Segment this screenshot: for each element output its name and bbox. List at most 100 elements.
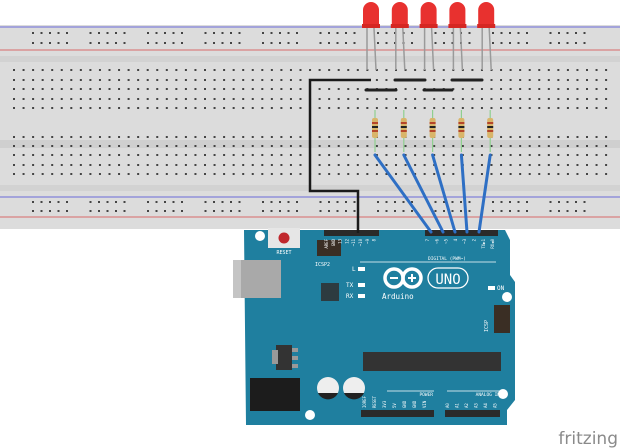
breadboard-hole[interactable] (299, 145, 302, 147)
breadboard-hole[interactable] (528, 154, 531, 156)
breadboard-hole[interactable] (108, 173, 111, 175)
breadboard-hole[interactable] (366, 145, 369, 147)
breadboard-hole[interactable] (22, 98, 25, 100)
breadboard-hole[interactable] (213, 145, 216, 147)
breadboard-hole[interactable] (442, 79, 445, 81)
breadboard-hole[interactable] (22, 136, 25, 138)
breadboard-hole[interactable] (576, 79, 579, 81)
breadboard-hole[interactable] (242, 136, 245, 138)
breadboard-hole[interactable] (566, 98, 569, 100)
breadboard-hole[interactable] (433, 98, 436, 100)
breadboard-hole[interactable] (184, 88, 187, 90)
rail-hole[interactable] (394, 42, 396, 44)
breadboard-hole[interactable] (356, 69, 359, 71)
breadboard-hole[interactable] (423, 136, 426, 138)
rail-hole[interactable] (66, 42, 68, 44)
breadboard-hole[interactable] (165, 88, 168, 90)
breadboard-hole[interactable] (261, 79, 264, 81)
breadboard-hole[interactable] (146, 79, 149, 81)
breadboard-hole[interactable] (547, 154, 550, 156)
breadboard-hole[interactable] (595, 164, 598, 166)
rail-hole[interactable] (575, 210, 577, 212)
breadboard-hole[interactable] (356, 154, 359, 156)
breadboard-hole[interactable] (385, 173, 388, 175)
rail-hole[interactable] (558, 42, 560, 44)
breadboard-hole[interactable] (595, 173, 598, 175)
breadboard-hole[interactable] (118, 98, 121, 100)
breadboard-hole[interactable] (280, 136, 283, 138)
breadboard-hole[interactable] (595, 136, 598, 138)
breadboard-hole[interactable] (538, 154, 541, 156)
breadboard-hole[interactable] (480, 107, 483, 109)
rail-hole[interactable] (204, 210, 207, 212)
breadboard-hole[interactable] (146, 173, 149, 175)
breadboard-hole[interactable] (538, 164, 541, 166)
breadboard-hole[interactable] (51, 88, 54, 90)
breadboard-hole[interactable] (566, 88, 569, 90)
breadboard-hole[interactable] (261, 154, 264, 156)
breadboard-hole[interactable] (471, 98, 474, 100)
breadboard-hole[interactable] (566, 107, 569, 109)
led[interactable] (448, 2, 467, 71)
breadboard-hole[interactable] (509, 145, 512, 147)
rail-hole[interactable] (89, 32, 92, 34)
breadboard-hole[interactable] (395, 107, 397, 109)
breadboard-hole[interactable] (137, 69, 140, 71)
rail-hole[interactable] (377, 32, 379, 34)
breadboard-hole[interactable] (79, 69, 82, 71)
rail-hole[interactable] (89, 42, 92, 44)
breadboard-hole[interactable] (137, 79, 140, 81)
breadboard-hole[interactable] (165, 107, 168, 109)
breadboard-hole[interactable] (557, 107, 560, 109)
breadboard-hole[interactable] (194, 136, 197, 138)
breadboard-hole[interactable] (471, 145, 474, 147)
breadboard-hole[interactable] (538, 107, 541, 109)
reset-button[interactable] (268, 228, 300, 248)
breadboard-hole[interactable] (328, 164, 331, 166)
breadboard-hole[interactable] (452, 173, 455, 175)
breadboard-hole[interactable] (289, 79, 292, 81)
breadboard-hole[interactable] (251, 69, 254, 71)
breadboard-hole[interactable] (22, 69, 25, 71)
breadboard-hole[interactable] (118, 136, 121, 138)
rail-hole[interactable] (385, 42, 388, 44)
breadboard-hole[interactable] (490, 88, 493, 90)
breadboard-hole[interactable] (500, 107, 503, 109)
rail-hole[interactable] (566, 32, 569, 34)
breadboard-hole[interactable] (490, 69, 493, 71)
breadboard-hole[interactable] (79, 173, 82, 175)
rail-hole[interactable] (40, 42, 43, 44)
rail-hole[interactable] (394, 32, 396, 34)
breadboard-hole[interactable] (165, 136, 168, 138)
rail-hole[interactable] (32, 201, 34, 203)
breadboard-hole[interactable] (452, 164, 455, 166)
breadboard-hole[interactable] (347, 136, 350, 138)
breadboard-hole[interactable] (500, 79, 503, 81)
breadboard-hole[interactable] (156, 164, 159, 166)
breadboard-hole[interactable] (223, 173, 226, 175)
rail-hole[interactable] (279, 42, 281, 44)
rail-hole[interactable] (353, 201, 356, 203)
breadboard-hole[interactable] (528, 145, 531, 147)
breadboard-hole[interactable] (375, 145, 378, 147)
rail-hole[interactable] (279, 201, 281, 203)
breadboard-hole[interactable] (165, 145, 168, 147)
breadboard-hole[interactable] (79, 88, 82, 90)
rail-hole[interactable] (155, 42, 158, 44)
breadboard-hole[interactable] (184, 136, 187, 138)
rail-hole[interactable] (549, 42, 552, 44)
breadboard-hole[interactable] (414, 136, 417, 138)
breadboard-hole[interactable] (461, 69, 464, 71)
breadboard-hole[interactable] (242, 88, 245, 90)
breadboard-hole[interactable] (251, 145, 254, 147)
breadboard-hole[interactable] (137, 98, 140, 100)
breadboard-hole[interactable] (356, 145, 359, 147)
breadboard-hole[interactable] (414, 98, 417, 100)
breadboard-hole[interactable] (318, 98, 321, 100)
breadboard-hole[interactable] (538, 173, 541, 175)
breadboard-hole[interactable] (519, 173, 522, 175)
breadboard-hole[interactable] (146, 154, 149, 156)
rail-hole[interactable] (345, 42, 347, 44)
breadboard-hole[interactable] (471, 154, 474, 156)
breadboard-hole[interactable] (261, 136, 264, 138)
